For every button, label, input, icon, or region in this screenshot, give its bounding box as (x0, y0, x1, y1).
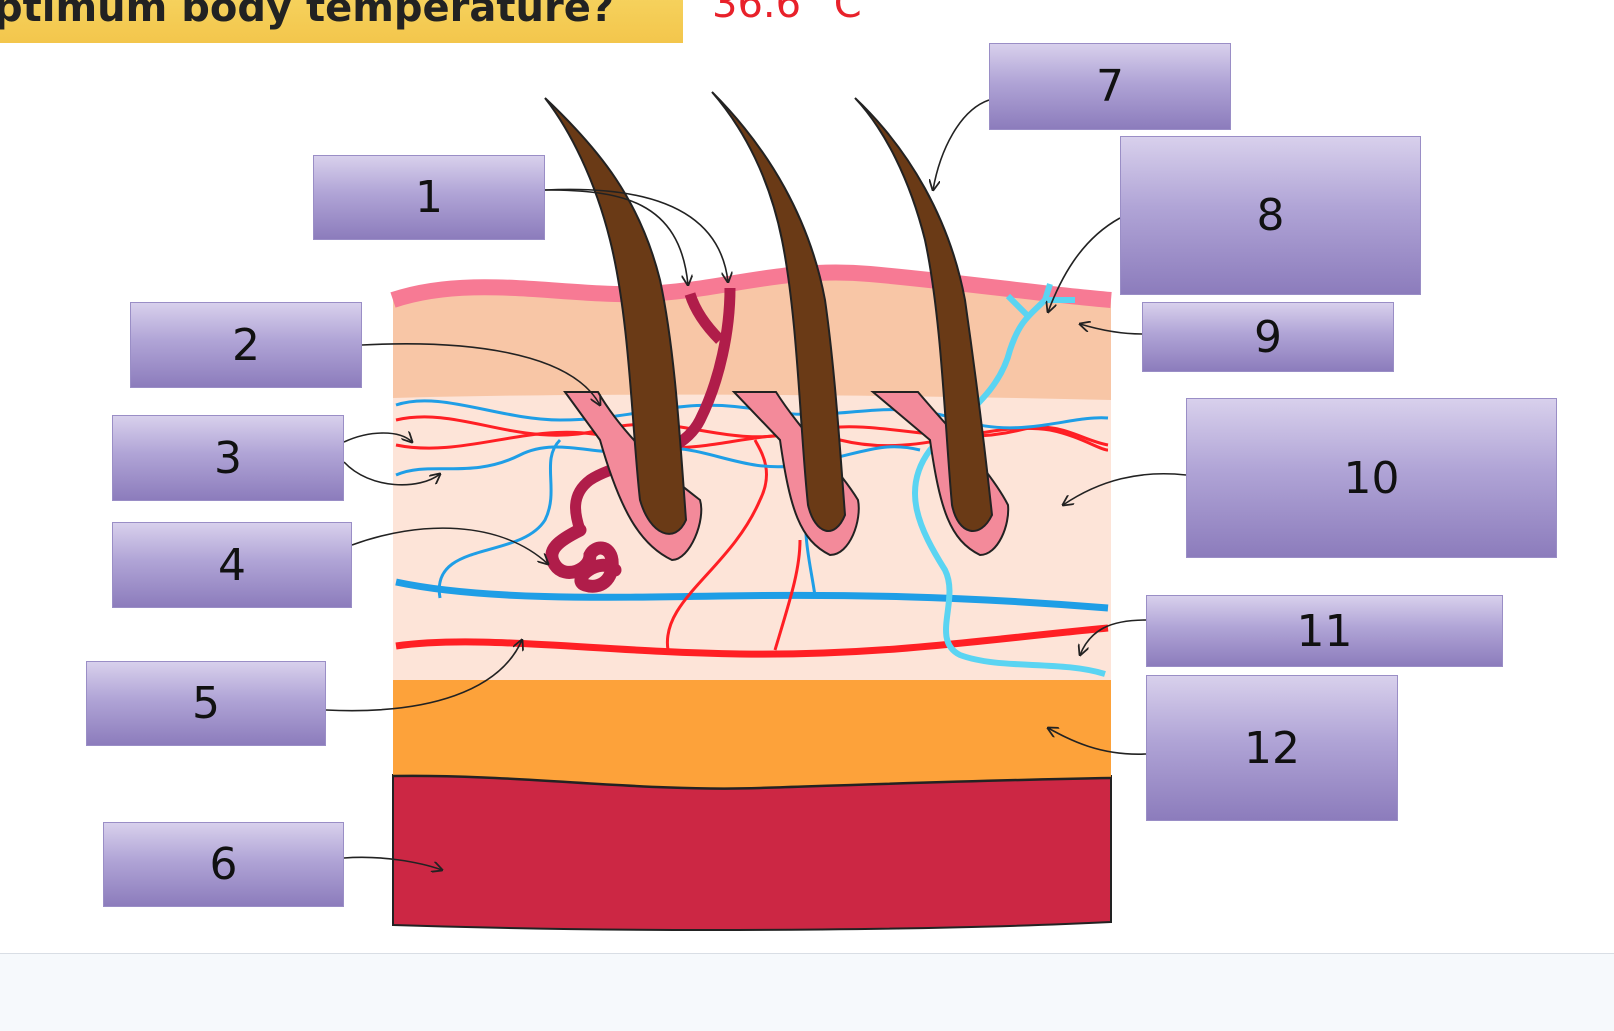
muscle-layer (392, 773, 1112, 932)
leader-3b (343, 461, 440, 486)
leader-10 (1063, 472, 1187, 505)
sensory-nerve (912, 297, 1106, 677)
leader-12 (1048, 728, 1147, 755)
deep-artery (395, 624, 1109, 658)
nerve-ending-branch-1 (1005, 293, 1033, 321)
label-text-12: 12 (1244, 722, 1300, 774)
label-text-2: 2 (232, 319, 260, 371)
label-box-9[interactable]: 9 (1142, 302, 1394, 372)
skin-cross-section-diagram (325, 91, 1187, 932)
hair-shaft-1 (544, 97, 688, 535)
fat-layer (393, 678, 1111, 789)
hair-shaft-2 (711, 91, 847, 532)
leader-9 (1080, 324, 1143, 335)
leader-5 (325, 640, 522, 712)
leader-1b (544, 188, 728, 282)
label-box-3[interactable]: 3 (112, 415, 344, 501)
label-text-7: 7 (1096, 61, 1124, 112)
label-text-9: 9 (1254, 311, 1282, 363)
label-text-6: 6 (209, 839, 238, 890)
label-box-12[interactable]: 12 (1146, 675, 1398, 821)
label-text-3: 3 (214, 432, 242, 484)
label-text-10: 10 (1343, 452, 1400, 504)
sweat-gland-coil (545, 523, 622, 593)
hair-shaft-3 (854, 97, 994, 532)
label-box-11[interactable]: 11 (1146, 595, 1503, 667)
label-text-4: 4 (218, 539, 246, 591)
question-text: ptimum body temperature? (0, 0, 615, 31)
fat-muscle-boundary (392, 774, 1112, 790)
deep-vein (395, 578, 1109, 612)
leader-8 (1048, 217, 1121, 312)
answer-text: 36.6 °C (712, 0, 862, 27)
leader-1a (544, 189, 688, 285)
label-box-6[interactable]: 6 (103, 822, 344, 907)
nerve-ending-branch-3 (1042, 283, 1053, 301)
label-box-7[interactable]: 7 (989, 43, 1231, 130)
label-box-2[interactable]: 2 (130, 302, 362, 388)
capillary-blue-1 (437, 438, 562, 599)
label-box-5[interactable]: 5 (86, 661, 326, 746)
capillary-red-1 (665, 439, 768, 651)
label-text-1: 1 (415, 172, 443, 223)
bottom-panel (0, 953, 1614, 1031)
label-box-4[interactable]: 4 (112, 522, 352, 608)
leader-6 (343, 856, 442, 870)
label-text-8: 8 (1256, 190, 1285, 241)
label-box-8[interactable]: 8 (1120, 136, 1421, 295)
capillary-red-2 (773, 539, 802, 651)
leader-4 (351, 527, 548, 564)
leader-3a (343, 433, 412, 442)
label-text-5: 5 (192, 678, 220, 729)
label-box-10[interactable]: 10 (1186, 398, 1557, 558)
epidermis-surface (390, 264, 1112, 308)
sweat-duct-branch (684, 292, 724, 344)
epidermis-layer (393, 268, 1111, 400)
leader-2 (361, 343, 600, 405)
leader-7 (933, 99, 990, 190)
label-box-1[interactable]: 1 (313, 155, 545, 240)
label-text-11: 11 (1296, 605, 1353, 657)
leader-11 (1080, 619, 1147, 655)
question-banner: ptimum body temperature? (0, 0, 683, 43)
